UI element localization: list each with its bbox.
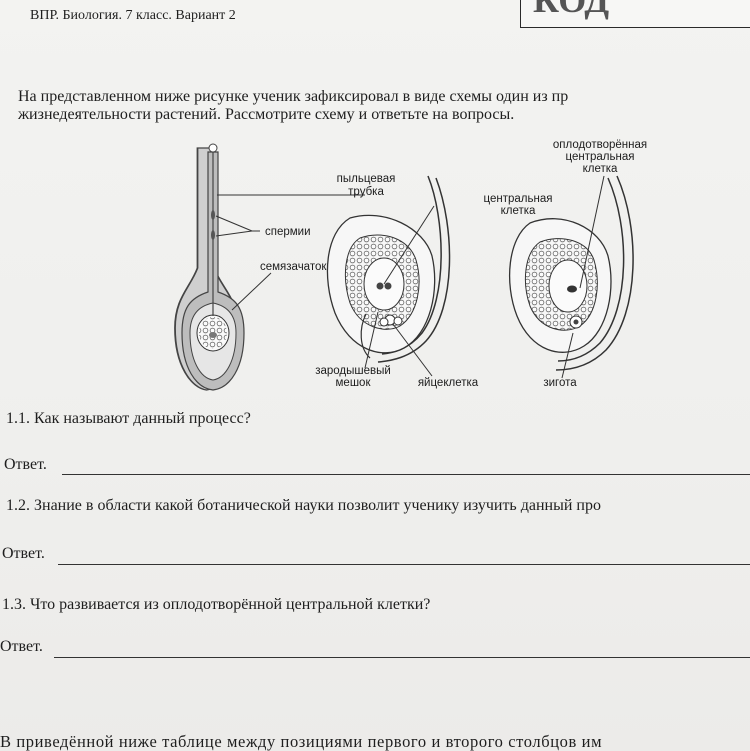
page-header: ВПР. Биология. 7 класс. Вариант 2 <box>30 8 236 23</box>
label-embryo-sac-2: мешок <box>336 377 372 389</box>
answer-label-2: Ответ. <box>2 545 45 562</box>
next-task-text: В приведённой ниже таблице между позиция… <box>0 732 603 751</box>
fertilization-diagram: пыльцевая трубка спермии семязачаток цен… <box>174 139 647 391</box>
answer-line-3[interactable] <box>54 657 750 658</box>
label-pollen-tube-1: пыльцевая <box>337 173 396 185</box>
answer-label-3: Ответ. <box>0 638 43 655</box>
answer-line-1[interactable] <box>62 474 750 475</box>
label-embryo-sac-1: зародышевый <box>315 365 391 377</box>
label-sperm: спермии <box>265 226 311 238</box>
question-1-1: 1.1. Как называют данный процесс? <box>6 410 251 427</box>
code-box: КОД <box>520 0 750 28</box>
leader-lines <box>215 175 605 379</box>
question-1-3: 1.3. Что развивается из оплодотворённой … <box>2 596 431 613</box>
label-fertilized-central-cell-1: оплодотворённая <box>553 139 647 151</box>
intro-line-2: жизнедеятельности растений. Рассмотрите … <box>18 106 515 123</box>
question-1-2: 1.2. Знание в области какой ботанической… <box>6 497 601 514</box>
label-egg-cell: яйцеклетка <box>418 377 479 389</box>
label-ovule: семязачаток <box>260 261 327 273</box>
label-central-cell-2: клетка <box>501 205 536 217</box>
code-label: КОД <box>533 0 610 20</box>
label-central-cell-1: центральная <box>484 193 553 205</box>
ovule-with-zygote-drawing <box>508 175 634 371</box>
intro-line-1: На представленном ниже рисунке ученик за… <box>18 88 569 105</box>
answer-line-2[interactable] <box>58 564 750 565</box>
label-pollen-tube-2: трубка <box>348 186 384 198</box>
ovule-with-central-cell-drawing <box>326 175 451 363</box>
pistil-drawing <box>174 143 245 391</box>
task-intro: На представленном ниже рисунке ученик за… <box>18 88 568 124</box>
answer-label-1: Ответ. <box>4 456 47 473</box>
label-zygote: зигота <box>543 377 577 389</box>
label-fertilized-central-cell-2: центральная <box>566 151 635 163</box>
label-fertilized-central-cell-3: клетка <box>583 163 618 175</box>
